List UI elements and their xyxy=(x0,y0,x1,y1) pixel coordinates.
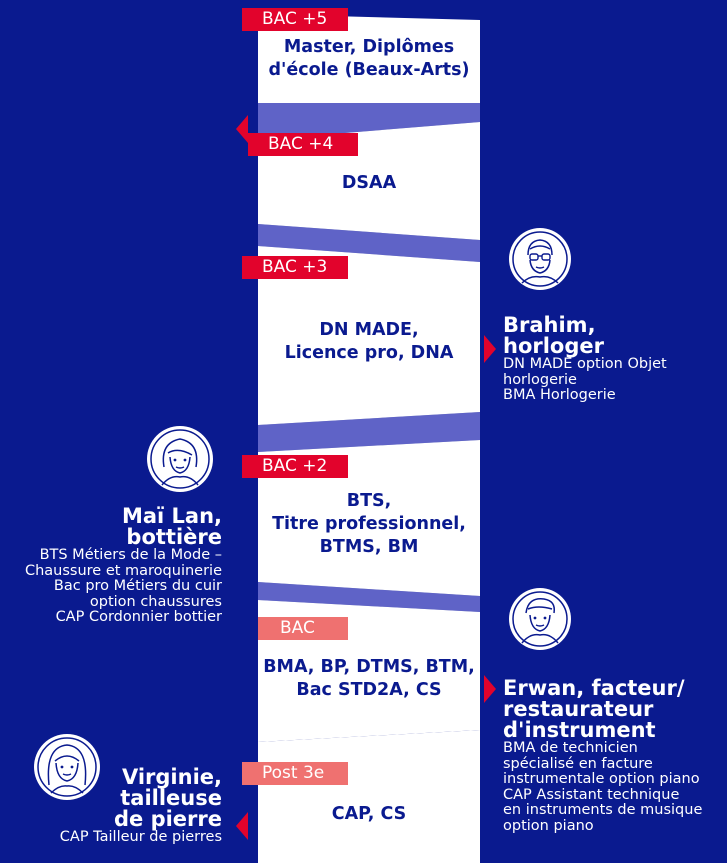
person-desc-line: BMA de technicien xyxy=(503,740,638,756)
person-brahim: Brahim, horloger DN MADE option Objet ho… xyxy=(503,315,723,404)
level-title: DN MADE, Licence pro, DNA xyxy=(258,319,480,365)
level-badge: BAC +5 xyxy=(242,8,348,31)
person-desc-line: BMA Horlogerie xyxy=(503,387,616,403)
person-desc-line: Chaussure et maroquinerie xyxy=(24,562,222,579)
level-title: BTS, Titre professionnel, BTMS, BM xyxy=(258,490,480,559)
level-badge: Post 3e xyxy=(242,762,348,785)
person-name-line: Maï Lan, xyxy=(121,504,222,528)
person-name-line: de pierre xyxy=(113,807,222,831)
person-desc-line: horlogerie xyxy=(503,371,577,388)
person-name-line: Erwan, facteur/ xyxy=(503,676,685,700)
fold-band xyxy=(258,582,480,612)
person-name: Brahim, horloger xyxy=(503,315,723,357)
level-title-line: d'école (Beaux-Arts) xyxy=(268,60,470,80)
level-badge: BAC +2 xyxy=(242,455,348,478)
person-description: BTS Métiers de la Mode – Chaussure et ma… xyxy=(0,547,222,626)
pointer-left-arrow xyxy=(236,115,248,143)
fold-band xyxy=(258,224,480,262)
person-mai-lan: Maï Lan, bottière BTS Métiers de la Mode… xyxy=(0,506,222,626)
person-desc-line: CAP Assistant technique xyxy=(503,786,680,803)
level-badge: BAC +4 xyxy=(248,133,358,156)
level-badge: BAC +3 xyxy=(242,256,348,279)
person-virginie: Virginie, tailleuse de pierre CAP Taille… xyxy=(0,767,222,846)
person-name: Maï Lan, bottière xyxy=(0,506,222,548)
young-man-avatar-icon xyxy=(509,588,571,650)
level-title-line: CAP, CS xyxy=(331,804,407,824)
level-panel-post3 xyxy=(258,730,480,863)
person-desc-line: spécialisé en facture xyxy=(503,755,653,772)
level-title-line: BTMS, BM xyxy=(319,537,419,557)
person-desc-line: option piano xyxy=(503,817,594,834)
level-title-line: BTS, xyxy=(346,491,392,511)
level-panel-bac5 xyxy=(258,14,480,103)
level-title-line: Bac STD2A, CS xyxy=(296,680,442,700)
person-name-line: tailleuse xyxy=(120,786,222,810)
person-desc-line: BTS Métiers de la Mode – xyxy=(39,547,222,563)
person-desc-line: option chaussures xyxy=(89,593,222,610)
level-title-line: Master, Diplômes xyxy=(283,37,455,57)
pointer-right-arrow xyxy=(484,335,496,363)
level-badge: BAC xyxy=(258,617,348,640)
person-name-line: horloger xyxy=(503,334,604,358)
level-title: DSAA xyxy=(258,172,480,195)
person-description: CAP Tailleur de pierres xyxy=(0,829,222,846)
person-desc-line: CAP Cordonnier bottier xyxy=(55,609,222,625)
level-title-line: BMA, BP, DTMS, BTM, xyxy=(263,657,475,677)
level-title-line: DN MADE, xyxy=(319,320,419,340)
level-panel-bac2 xyxy=(258,440,480,596)
level-title: Master, Diplômes d'école (Beaux-Arts) xyxy=(258,36,480,82)
fold-band xyxy=(258,412,480,452)
man-glasses-avatar-icon xyxy=(509,228,571,290)
woman-long-hair-avatar-icon xyxy=(34,734,100,800)
level-title: BMA, BP, DTMS, BTM, Bac STD2A, CS xyxy=(258,656,480,702)
pointer-left-arrow xyxy=(236,812,248,840)
person-desc-line: en instruments de musique xyxy=(503,802,703,818)
level-title-line: DSAA xyxy=(341,173,397,193)
level-title: CAP, CS xyxy=(258,803,480,826)
person-description: BMA de technicien spécialisé en facture … xyxy=(503,740,727,834)
person-name-line: d'instrument xyxy=(503,718,656,742)
person-name-line: Virginie, xyxy=(121,765,222,789)
person-name-line: bottière xyxy=(126,525,222,549)
level-title-line: Licence pro, DNA xyxy=(284,343,454,363)
level-title-line: Titre professionnel, xyxy=(272,514,466,534)
fold-band xyxy=(258,103,480,140)
person-desc-line: Bac pro Métiers du cuir xyxy=(53,578,222,594)
person-name-line: restaurateur xyxy=(503,697,654,721)
person-desc-line: instrumentale option piano xyxy=(503,771,700,787)
woman-avatar-icon xyxy=(147,426,213,492)
pointer-right-arrow xyxy=(484,675,496,703)
person-erwan: Erwan, facteur/ restaurateur d'instrumen… xyxy=(503,678,727,834)
person-desc-line: DN MADE option Objet xyxy=(503,356,667,372)
person-desc-line: CAP Tailleur de pierres xyxy=(59,829,222,845)
person-name-line: Brahim, xyxy=(503,313,596,337)
person-description: DN MADE option Objet horlogerie BMA Horl… xyxy=(503,356,723,404)
level-panel-bac3 xyxy=(258,246,480,425)
person-name: Virginie, tailleuse de pierre xyxy=(0,767,222,830)
person-name: Erwan, facteur/ restaurateur d'instrumen… xyxy=(503,678,727,741)
